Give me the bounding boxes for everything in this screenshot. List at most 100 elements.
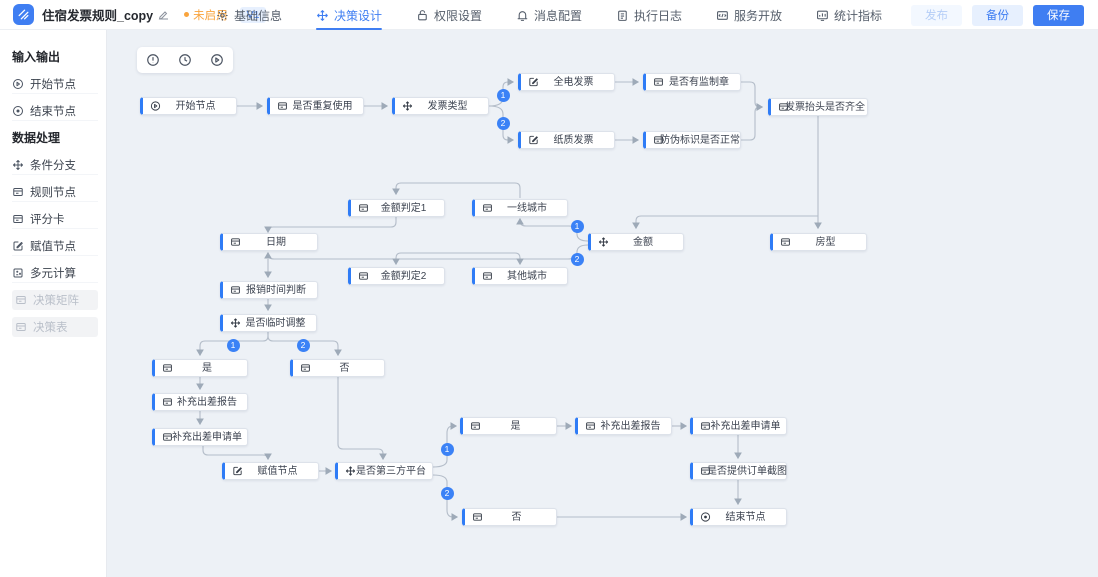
flow-node-no-right[interactable]: 否 (462, 508, 557, 526)
flow-node-paper-invoice[interactable]: 纸质发票 (518, 131, 615, 149)
flow-edge-anti-fake-check-to-header-complete (741, 103, 764, 141)
play-circle-icon[interactable] (210, 53, 224, 67)
flow-node-order-screenshot[interactable]: 是否提供订单截图 (690, 462, 787, 480)
flow-node-amount-judge-1[interactable]: 金额判定1 (348, 199, 445, 217)
move-icon (598, 237, 609, 248)
flow-edge-third-party-to-yes-right (432, 422, 458, 468)
flow-node-label: 是否第三方平台 (356, 466, 426, 477)
document-title: 住宿发票规则_copy (42, 9, 154, 23)
card-icon (470, 421, 481, 432)
palette-item-评分卡[interactable]: 评分卡 (12, 209, 98, 229)
发布-button[interactable]: 发布 (911, 4, 962, 26)
flow-node-label: 补充出差申请单 (172, 432, 242, 443)
flow-node-label: 是 (510, 421, 521, 432)
flow-node-label: 其他城市 (507, 271, 547, 282)
tab-消息配置[interactable]: 消息配置 (516, 0, 582, 30)
flow-node-reimburse-time-judge[interactable]: 报销时间判断 (220, 281, 318, 299)
flow-canvas[interactable]: 开始节点 是否重复使用 发票类型 全电发票 是否有监制章纸质发票 防伪标识是否正常 发票抬头… (107, 30, 1098, 577)
flow-node-temp-adjust[interactable]: 是否临时调整 (220, 314, 317, 332)
flow-node-label: 发票类型 (427, 101, 468, 112)
move-icon (12, 159, 24, 171)
flow-node-amount[interactable]: 金额 (588, 233, 684, 251)
flow-node-label: 是否重复使用 (292, 101, 353, 112)
branch-badge-1: 1 (496, 88, 510, 102)
palette-item-决策表: 决策表 (12, 317, 98, 337)
flow-node-label: 日期 (266, 237, 286, 248)
flow-node-e-invoice[interactable]: 全电发票 (518, 73, 615, 91)
palette-item-规则节点[interactable]: 规则节点 (12, 182, 98, 202)
flow-edge-seal-check-to-header-complete (741, 81, 764, 111)
card-icon (780, 237, 791, 248)
flow-node-supplement-form-right[interactable]: 补充出差申请单 (690, 417, 787, 435)
flow-node-other-city[interactable]: 其他城市 (472, 267, 568, 285)
card-icon (653, 77, 664, 88)
flow-node-start[interactable]: 开始节点 (140, 97, 237, 115)
canvas-toolbar (137, 47, 233, 73)
card-icon (472, 512, 483, 523)
flow-node-label: 防伪标识是否正常 (660, 135, 740, 146)
flow-node-supplement-form-left[interactable]: 补充出差申请单 (152, 428, 248, 446)
flow-node-label: 是否临时调整 (245, 318, 306, 329)
palette-item-赋值节点[interactable]: 赋值节点 (12, 236, 98, 256)
flow-node-label: 一线城市 (507, 203, 547, 214)
flow-node-header-complete[interactable]: 发票抬头是否齐全 (768, 98, 868, 116)
flow-edge-invoice-type-to-e-invoice (488, 78, 515, 107)
tab-基础信息[interactable]: 基础信息 (216, 0, 282, 30)
palette-item-开始节点[interactable]: 开始节点 (12, 74, 98, 94)
card-icon (15, 321, 27, 333)
history-icon[interactable] (178, 53, 192, 67)
flow-edge-header-complete-to-amount (632, 215, 818, 230)
flow-node-end[interactable]: 结束节点 (690, 508, 787, 526)
header-actions: 发布备份保存 (911, 0, 1084, 30)
flow-node-third-party[interactable]: 是否第三方平台 (335, 462, 433, 480)
branch-badge-1: 1 (226, 338, 240, 352)
flow-node-seal-check[interactable]: 是否有监制章 (643, 73, 741, 91)
branch-badge-2: 2 (296, 338, 310, 352)
flow-node-anti-fake-check[interactable]: 防伪标识是否正常 (643, 131, 741, 149)
flow-node-label: 赋值节点 (257, 466, 298, 477)
flow-node-date[interactable]: 日期 (220, 233, 318, 251)
palette-item-结束节点[interactable]: 结束节点 (12, 101, 98, 121)
flow-node-supplement-report-left[interactable]: 补充出差报告 (152, 393, 248, 411)
flow-edge-no-left-to-third-party (337, 377, 387, 461)
flow-node-tier1-city[interactable]: 一线城市 (472, 199, 568, 217)
flow-node-supplement-report-right[interactable]: 补充出差报告 (575, 417, 672, 435)
flow-node-label: 发票抬头是否齐全 (785, 102, 865, 113)
calc-icon (12, 267, 24, 279)
card-icon (162, 363, 173, 374)
info-circle-icon[interactable] (146, 53, 160, 67)
flow-node-reuse-check[interactable]: 是否重复使用 (267, 97, 364, 115)
version-badge: V1 (239, 6, 267, 23)
palette-item-多元计算[interactable]: 多元计算 (12, 263, 98, 283)
flow-edge-supplement-form-left-to-assign-node (202, 446, 272, 461)
card-icon (162, 432, 173, 443)
tab-权限设置[interactable]: 权限设置 (416, 0, 482, 30)
flow-node-room-type[interactable]: 房型 (770, 233, 867, 251)
flow-node-amount-judge-2[interactable]: 金额判定2 (348, 267, 445, 285)
保存-button[interactable]: 保存 (1033, 4, 1084, 26)
edit-title-icon[interactable] (158, 9, 170, 21)
palette-item-决策矩阵: 决策矩阵 (12, 290, 98, 310)
tab-执行日志[interactable]: 执行日志 (616, 0, 682, 30)
flow-node-label: 补充出差申请单 (710, 421, 781, 432)
flow-node-invoice-type[interactable]: 发票类型 (392, 97, 489, 115)
palette-item-条件分支[interactable]: 条件分支 (12, 155, 98, 175)
flow-node-yes-left[interactable]: 是 (152, 359, 248, 377)
flow-node-yes-right[interactable]: 是 (460, 417, 557, 435)
end-circle-icon (700, 512, 711, 523)
flow-node-no-left[interactable]: 否 (290, 359, 385, 377)
备份-button[interactable]: 备份 (972, 4, 1023, 26)
tab-服务开放[interactable]: 服务开放 (716, 0, 782, 30)
branch-badge-2: 2 (496, 116, 510, 130)
tab-统计指标[interactable]: 统计指标 (816, 0, 882, 30)
flow-node-label: 开始节点 (175, 101, 216, 112)
tab-决策设计[interactable]: 决策设计 (315, 0, 382, 30)
flow-node-label: 补充出差报告 (177, 397, 237, 408)
card-icon (778, 102, 789, 113)
card-icon (653, 135, 664, 146)
card-icon (358, 203, 369, 214)
flow-edge-junction-to-amount-judge-2 (392, 252, 458, 266)
branch-badge-1: 1 (440, 442, 454, 456)
flow-node-assign-node[interactable]: 赋值节点 (222, 462, 319, 480)
flow-edge-third-party-to-no-right (432, 474, 459, 521)
